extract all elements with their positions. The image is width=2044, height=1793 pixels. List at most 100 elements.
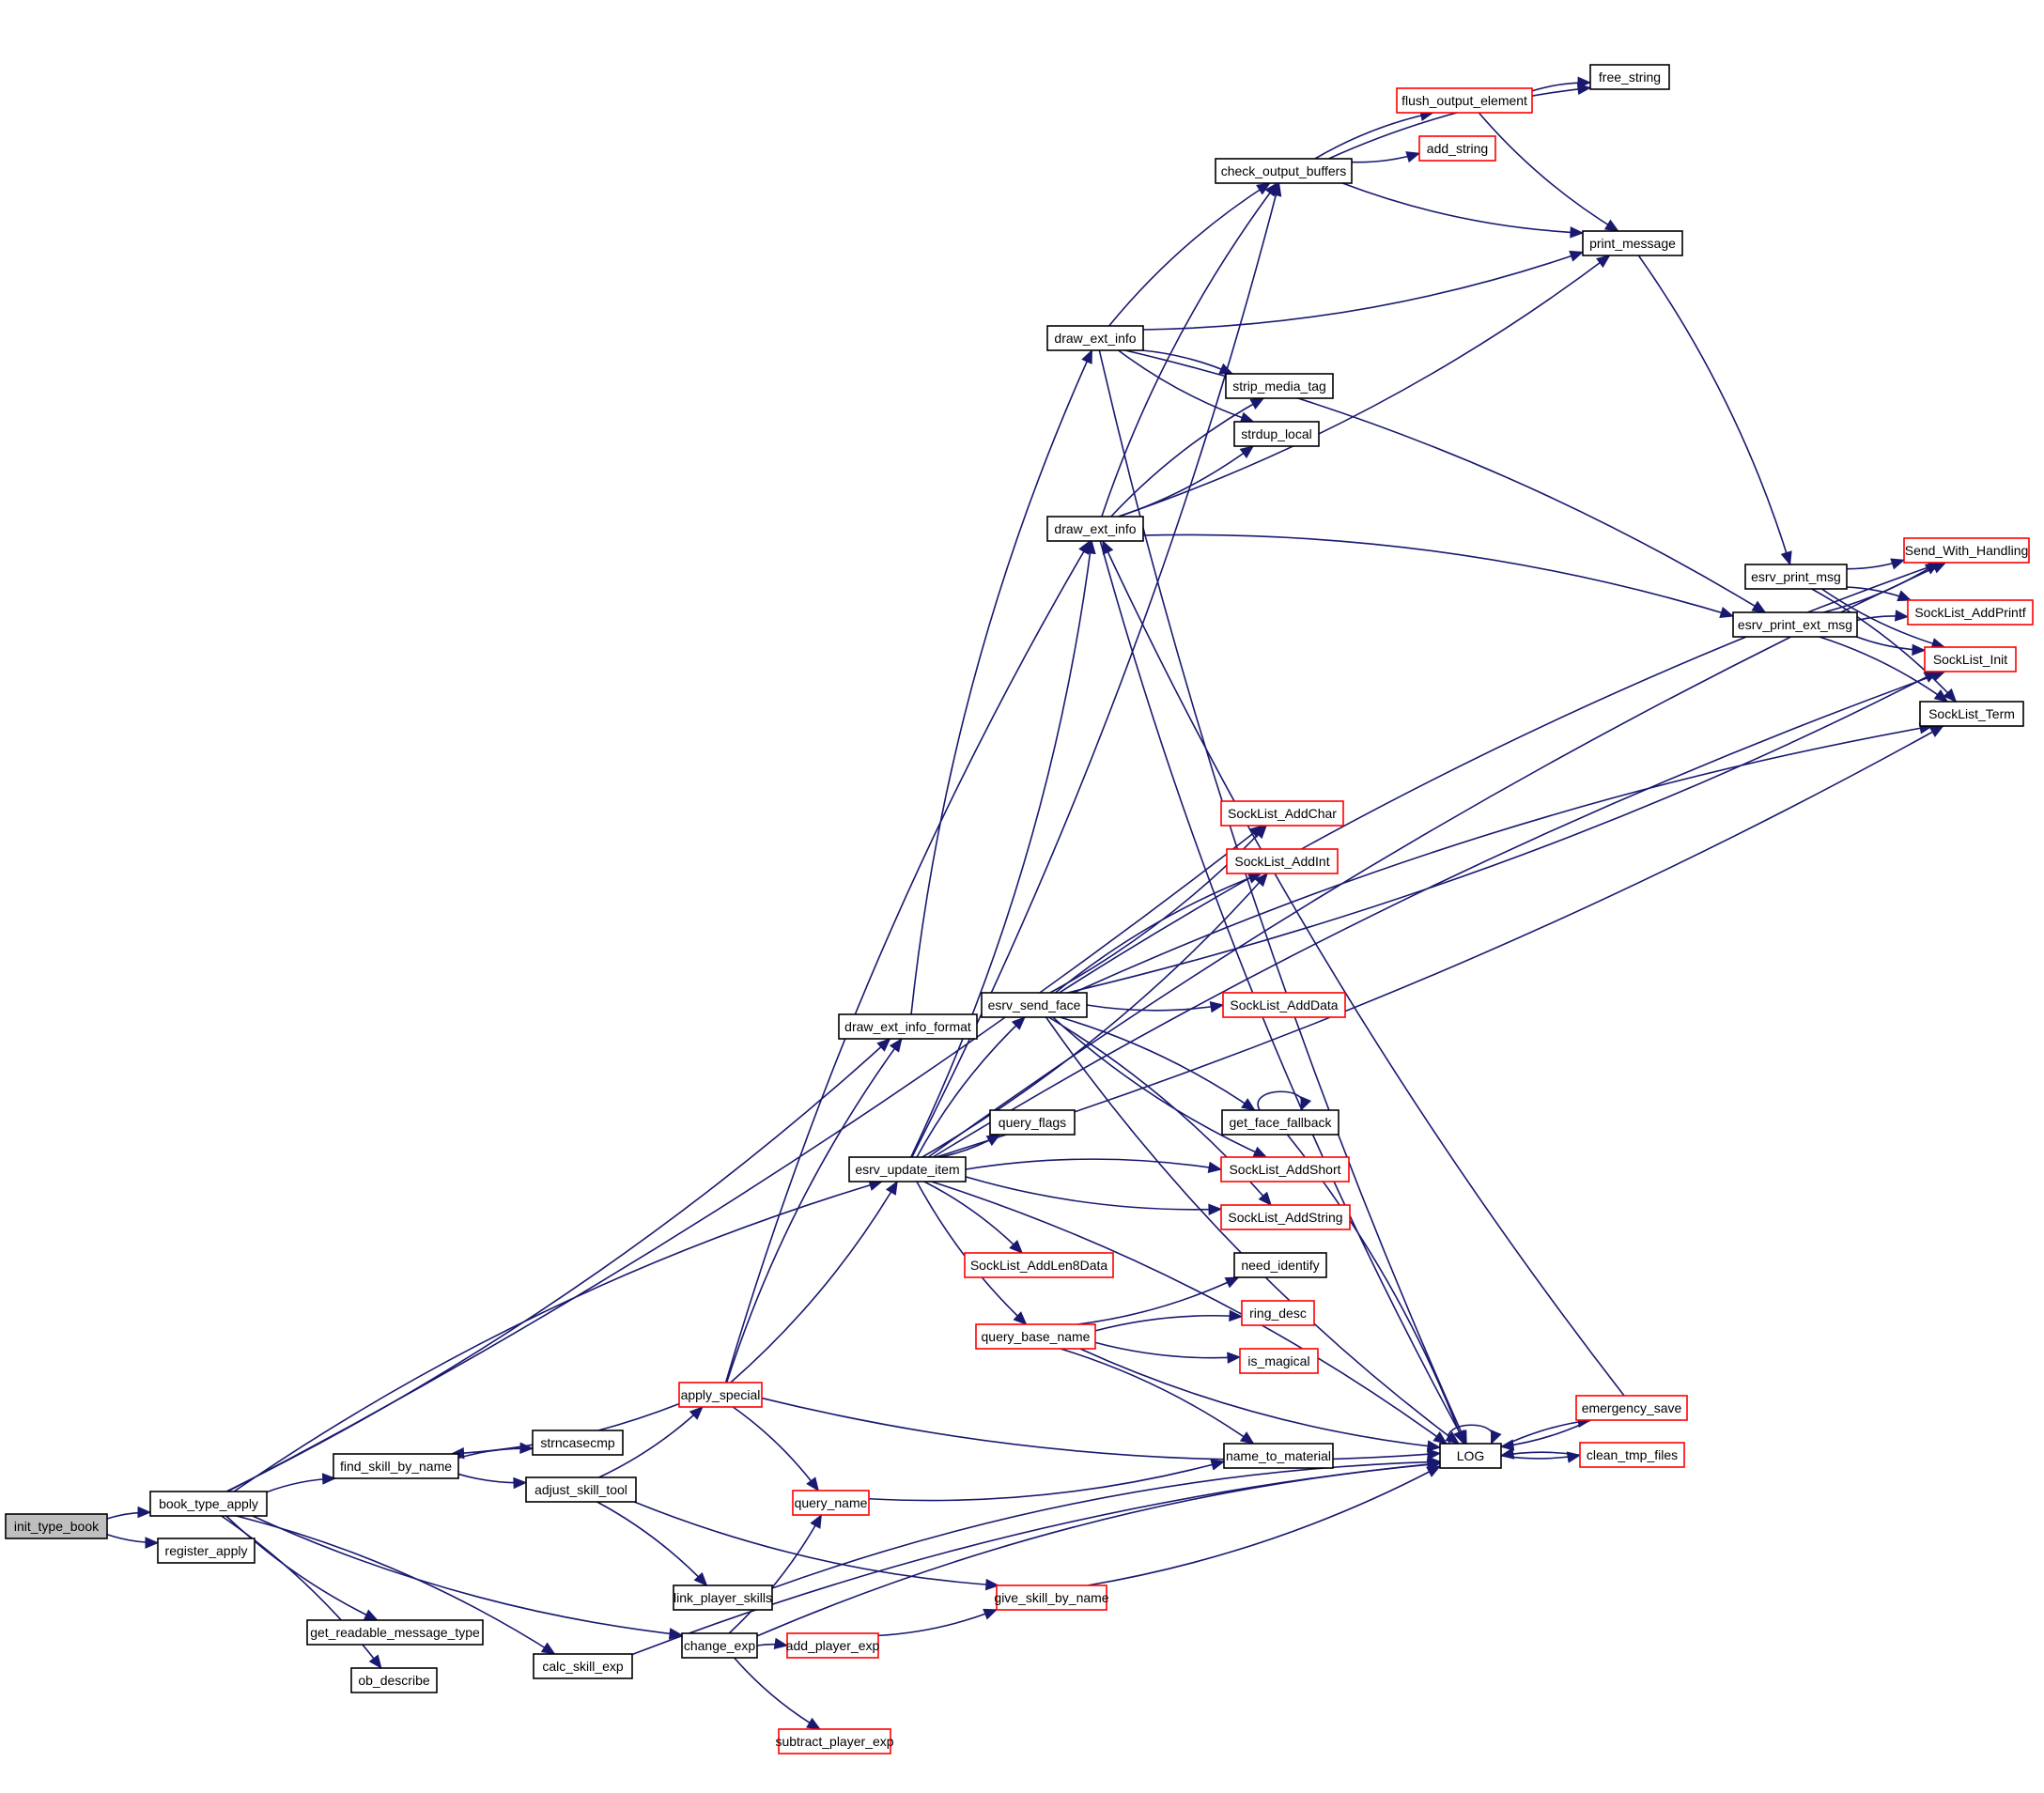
node-box[interactable] xyxy=(350,1667,438,1693)
node-name_to_material[interactable]: name_to_material xyxy=(1223,1443,1334,1469)
node-calc_skill_exp[interactable]: calc_skill_exp xyxy=(533,1653,633,1679)
node-draw_ext_info_a[interactable]: draw_ext_info xyxy=(1046,325,1144,351)
node-box[interactable] xyxy=(996,1584,1107,1611)
node-SockList_AddInt[interactable]: SockList_AddInt xyxy=(1226,848,1339,874)
node-strdup_local[interactable]: strdup_local xyxy=(1233,421,1320,447)
node-esrv_update_item[interactable]: esrv_update_item xyxy=(848,1156,967,1182)
node-box[interactable] xyxy=(792,1490,870,1516)
node-add_string[interactable]: add_string xyxy=(1418,135,1496,162)
node-box[interactable] xyxy=(1924,646,2017,672)
node-box[interactable] xyxy=(157,1538,256,1564)
node-Send_With_Handling[interactable]: Send_With_Handling xyxy=(1903,537,2030,564)
node-change_exp[interactable]: change_exp xyxy=(681,1632,758,1659)
node-check_output_buffers[interactable]: check_output_buffers xyxy=(1215,158,1353,184)
node-need_identify[interactable]: need_identify xyxy=(1233,1252,1327,1278)
node-box[interactable] xyxy=(1418,135,1496,162)
node-box[interactable] xyxy=(1903,537,2030,564)
node-box[interactable] xyxy=(533,1653,633,1679)
node-box[interactable] xyxy=(1241,1300,1315,1326)
node-box[interactable] xyxy=(1239,1348,1319,1374)
node-add_player_exp[interactable]: add_player_exp xyxy=(786,1632,880,1659)
node-box[interactable] xyxy=(1046,516,1144,542)
node-box[interactable] xyxy=(1220,800,1344,827)
node-is_magical[interactable]: is_magical xyxy=(1239,1348,1319,1374)
node-esrv_print_ext_msg[interactable]: esrv_print_ext_msg xyxy=(1732,611,1858,638)
node-box[interactable] xyxy=(525,1476,637,1503)
node-box[interactable] xyxy=(1907,599,2034,626)
node-book_type_apply[interactable]: book_type_apply xyxy=(149,1491,268,1517)
node-strncasecmp[interactable]: strncasecmp xyxy=(532,1430,624,1456)
node-draw_ext_info_b[interactable]: draw_ext_info xyxy=(1046,516,1144,542)
node-LOG[interactable]: LOG xyxy=(1439,1443,1502,1469)
node-SockList_AddLen8Data[interactable]: SockList_AddLen8Data xyxy=(964,1252,1114,1278)
node-box[interactable] xyxy=(1220,1156,1350,1182)
node-box[interactable] xyxy=(149,1491,268,1517)
node-subtract_player_exp[interactable]: subtract_player_exp xyxy=(775,1728,894,1754)
node-box[interactable] xyxy=(5,1513,108,1539)
node-box[interactable] xyxy=(681,1632,758,1659)
node-box[interactable] xyxy=(975,1323,1096,1350)
node-query_name[interactable]: query_name xyxy=(792,1490,870,1516)
node-box[interactable] xyxy=(1439,1443,1502,1469)
node-free_string[interactable]: free_string xyxy=(1589,64,1670,90)
node-box[interactable] xyxy=(1233,421,1320,447)
node-box[interactable] xyxy=(1222,992,1346,1018)
node-emergency_save[interactable]: emergency_save xyxy=(1575,1395,1688,1421)
node-register_apply[interactable]: register_apply xyxy=(157,1538,256,1564)
node-flush_output_element[interactable]: flush_output_element xyxy=(1396,87,1533,114)
node-init_type_book[interactable]: init_type_book xyxy=(5,1513,108,1539)
node-box[interactable] xyxy=(786,1632,879,1659)
node-clean_tmp_files[interactable]: clean_tmp_files xyxy=(1579,1442,1685,1468)
node-SockList_AddString[interactable]: SockList_AddString xyxy=(1220,1204,1351,1230)
node-box[interactable] xyxy=(1919,701,2024,727)
node-box[interactable] xyxy=(673,1584,773,1611)
node-box[interactable] xyxy=(1579,1442,1685,1468)
node-esrv_print_msg[interactable]: esrv_print_msg xyxy=(1744,564,1848,590)
node-box[interactable] xyxy=(1575,1395,1688,1421)
node-box[interactable] xyxy=(981,992,1088,1018)
node-SockList_AddShort[interactable]: SockList_AddShort xyxy=(1220,1156,1350,1182)
node-ob_describe[interactable]: ob_describe xyxy=(350,1667,438,1693)
node-find_skill_by_name[interactable]: find_skill_by_name xyxy=(333,1453,459,1479)
node-box[interactable] xyxy=(306,1619,484,1646)
node-strip_media_tag[interactable]: strip_media_tag xyxy=(1225,373,1334,399)
node-print_message[interactable]: print_message xyxy=(1582,230,1683,256)
node-query_base_name[interactable]: query_base_name xyxy=(975,1323,1096,1350)
node-box[interactable] xyxy=(1582,230,1683,256)
node-box[interactable] xyxy=(1744,564,1848,590)
node-box[interactable] xyxy=(678,1382,763,1408)
node-give_skill_by_name[interactable]: give_skill_by_name xyxy=(994,1584,1109,1611)
node-box[interactable] xyxy=(1215,158,1353,184)
node-box[interactable] xyxy=(964,1252,1114,1278)
node-get_readable_message_type[interactable]: get_readable_message_type xyxy=(306,1619,484,1646)
node-box[interactable] xyxy=(838,1013,978,1040)
node-SockList_Init[interactable]: SockList_Init xyxy=(1924,646,2017,672)
node-SockList_Term[interactable]: SockList_Term xyxy=(1919,701,2024,727)
node-SockList_AddChar[interactable]: SockList_AddChar xyxy=(1220,800,1344,827)
node-box[interactable] xyxy=(1233,1252,1327,1278)
node-box[interactable] xyxy=(1223,1443,1334,1469)
node-apply_special[interactable]: apply_special xyxy=(678,1382,763,1408)
node-SockList_AddData[interactable]: SockList_AddData xyxy=(1222,992,1346,1018)
node-box[interactable] xyxy=(989,1109,1076,1136)
node-esrv_send_face[interactable]: esrv_send_face xyxy=(981,992,1088,1018)
node-ring_desc[interactable]: ring_desc xyxy=(1241,1300,1315,1326)
node-box[interactable] xyxy=(333,1453,459,1479)
node-query_flags[interactable]: query_flags xyxy=(989,1109,1076,1136)
node-draw_ext_info_format[interactable]: draw_ext_info_format xyxy=(838,1013,978,1040)
node-box[interactable] xyxy=(778,1728,891,1754)
node-SockList_AddPrintf[interactable]: SockList_AddPrintf xyxy=(1907,599,2034,626)
node-box[interactable] xyxy=(1226,848,1339,874)
node-box[interactable] xyxy=(1396,87,1533,114)
node-box[interactable] xyxy=(1732,611,1858,638)
node-adjust_skill_tool[interactable]: adjust_skill_tool xyxy=(525,1476,637,1503)
node-box[interactable] xyxy=(532,1430,624,1456)
node-box[interactable] xyxy=(1589,64,1670,90)
node-box[interactable] xyxy=(1220,1204,1351,1230)
node-box[interactable] xyxy=(848,1156,967,1182)
node-box[interactable] xyxy=(1225,373,1334,399)
node-box[interactable] xyxy=(1046,325,1144,351)
node-link_player_skills[interactable]: link_player_skills xyxy=(673,1584,773,1611)
node-box[interactable] xyxy=(1221,1109,1339,1136)
node-get_face_fallback[interactable]: get_face_fallback xyxy=(1221,1109,1339,1136)
